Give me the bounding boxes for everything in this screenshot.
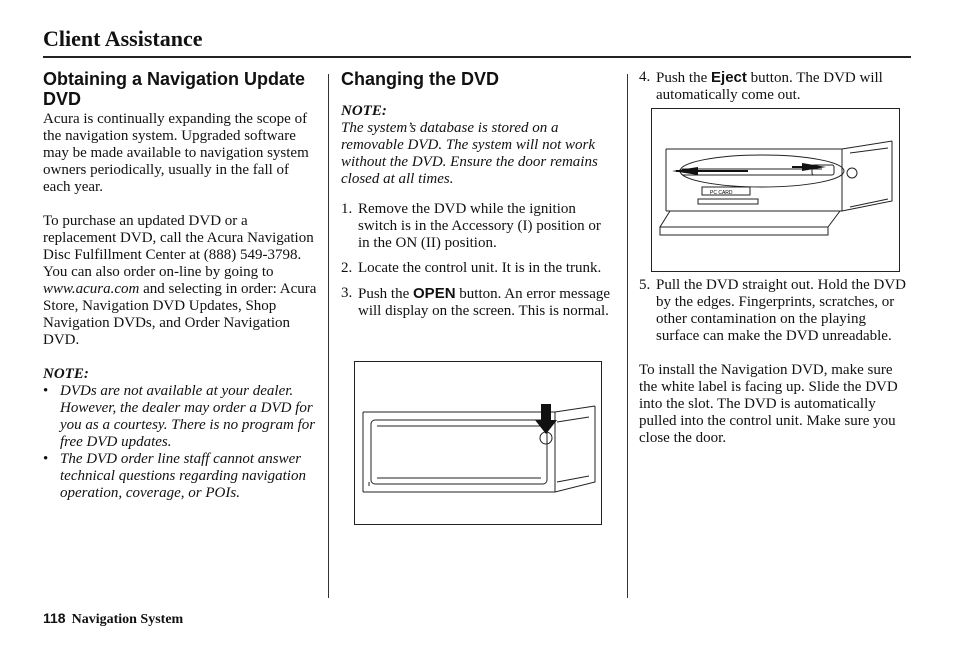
step-text: Pull the DVD straight out. Hold the DVD …	[656, 277, 906, 344]
step-text-end: button. The DVD will automatically come …	[656, 70, 883, 103]
section-heading-update-dvd: Obtaining a Navigation Update DVD	[43, 69, 306, 109]
acura-website-link[interactable]: www.acura.com	[43, 281, 140, 297]
figure-eject-dvd: PC CARD	[651, 108, 900, 272]
step-text-end: button. An error message will display on…	[358, 286, 611, 319]
paragraph-install: To install the Navigation DVD, make sure…	[639, 362, 898, 446]
middle-column: Changing the DVD NOTE: The system’s data…	[341, 69, 616, 328]
pc-card-label: PC CARD	[710, 190, 733, 196]
right-column-lower: 5. Pull the DVD straight out. Hold the D…	[639, 277, 911, 447]
step-item: 5. Pull the DVD straight out. Hold the D…	[639, 277, 911, 345]
note-bullet-text: The DVD order line staff cannot answer t…	[60, 451, 306, 501]
step-item: 2. Locate the control unit. It is in the…	[341, 260, 616, 277]
note-label: NOTE:	[43, 366, 89, 382]
bullet-marker: •	[43, 383, 49, 399]
steps-list: 1. Remove the DVD while the ignition swi…	[341, 201, 616, 320]
step-item: 4. Push the Eject button. The DVD will a…	[639, 69, 911, 104]
note-bullet: • DVDs are not available at your dealer.…	[43, 383, 318, 451]
header-rule	[43, 56, 911, 58]
step-number: 4.	[639, 69, 651, 85]
section-heading-changing-dvd: Changing the DVD	[341, 69, 499, 89]
down-arrow-icon	[535, 404, 557, 434]
control-unit-closed-illustration	[362, 404, 596, 493]
footer-section: Navigation System	[71, 612, 184, 627]
note-bullet-text: DVDs are not available at your dealer. H…	[60, 383, 316, 450]
note-bullet: • The DVD order line staff cannot answer…	[43, 451, 318, 502]
page-title: Client Assistance	[43, 26, 203, 51]
step-text: Locate the control unit. It is in the tr…	[358, 260, 602, 276]
step-number: 2.	[341, 260, 353, 276]
right-column: 4. Push the Eject button. The DVD will a…	[639, 69, 911, 104]
step-text: Push the	[358, 286, 414, 302]
step-number: 1.	[341, 201, 353, 217]
step-item: 1. Remove the DVD while the ignition swi…	[341, 201, 616, 252]
step-text: Push the	[656, 70, 712, 86]
page-number: 118	[43, 610, 66, 626]
bullet-marker: •	[43, 451, 49, 467]
paragraph-intro: Acura is continually expanding the scope…	[43, 111, 309, 195]
control-unit-open-illustration: PC CARD	[659, 140, 893, 236]
column-divider-right	[627, 74, 628, 598]
step-number: 3.	[341, 285, 353, 301]
open-button-label: OPEN	[413, 285, 456, 302]
figure-open-button	[354, 361, 602, 525]
column-divider-left	[328, 74, 329, 598]
paragraph-purchase-text-end: and selecting in order: Acura Store, Nav…	[43, 281, 317, 348]
step-item: 3. Push the OPEN button. An error messag…	[341, 285, 616, 320]
left-column: Obtaining a Navigation Update DVD Acura …	[43, 69, 318, 502]
page-footer: 118 Navigation System	[43, 610, 183, 628]
eject-button-label: Eject	[711, 69, 747, 86]
note-label: NOTE:	[341, 103, 387, 119]
note-text: The system’s database is stored on a rem…	[341, 120, 598, 187]
step-number: 5.	[639, 277, 651, 293]
paragraph-purchase: To purchase an updated DVD or a replacem…	[43, 213, 318, 349]
paragraph-purchase-text: To purchase an updated DVD or a replacem…	[43, 213, 314, 280]
step-text: Remove the DVD while the ignition switch…	[358, 201, 601, 251]
